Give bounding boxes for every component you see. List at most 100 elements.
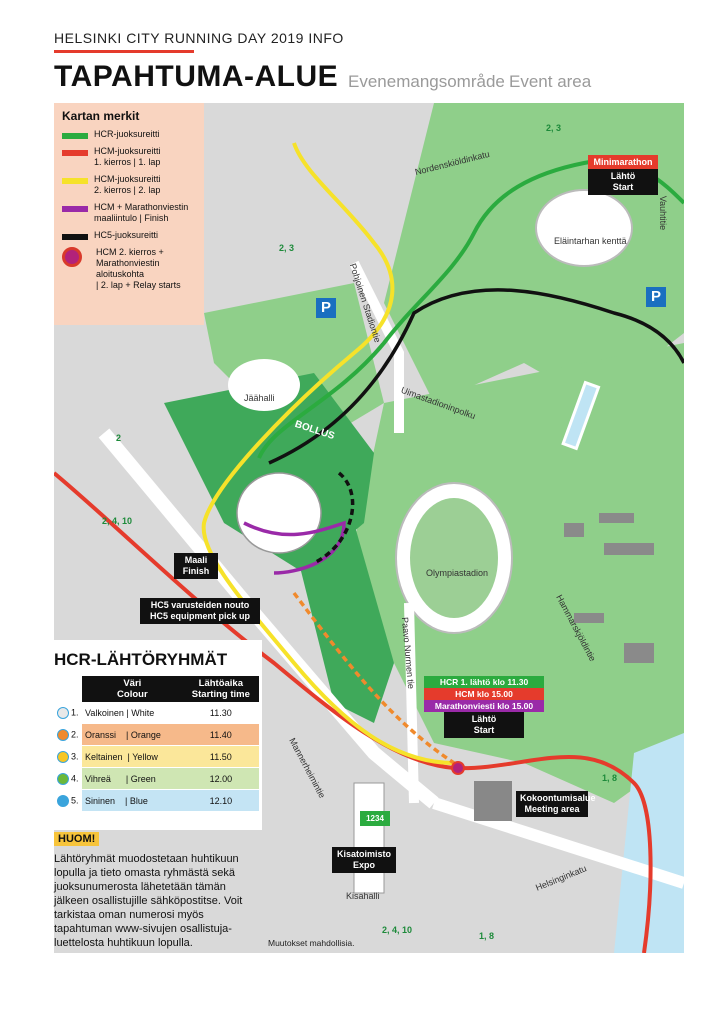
page-title: TAPAHTUMA-ALUE [54, 60, 339, 93]
group-colour: Sininen | Blue [82, 789, 183, 812]
legend-hcr-label: HCR-juoksureitti [94, 129, 160, 139]
route-hc5-dashed [313, 471, 355, 565]
legend-title: Kartan merkit [62, 109, 140, 123]
group-time: 11.50 [182, 745, 259, 768]
tram-stop-5: 1, 8 [602, 773, 618, 783]
tram-stop-6: 2, 4, 10 [382, 925, 413, 935]
changes-note: Muutokset mahdollisia. [268, 938, 355, 948]
group-time: 12.00 [182, 767, 259, 790]
tram-stop-1: 2, 3 [279, 243, 295, 253]
hc5-pickup-fi: HC5 varusteiden nouto [150, 600, 250, 610]
legend-item-hcr: HCR-juoksureitti [62, 129, 196, 140]
route-orange-dashed [292, 591, 455, 765]
group-time: 11.40 [182, 723, 259, 746]
stopwatch-icon [57, 728, 69, 741]
legend-hcm2-sub: 2. kierros | 2. lap [94, 185, 161, 195]
hc5-pickup-en: HC5 equipment pick up [149, 611, 250, 621]
subtitle-en: Event area [509, 72, 592, 91]
relay-start-dot-icon [62, 247, 82, 267]
groups-header-blank [54, 676, 82, 702]
road-paavo [404, 602, 419, 804]
header-top: HELSINKI CITY RUNNING DAY 2019 INFO [54, 30, 344, 46]
route-hcm1-red [54, 471, 653, 953]
legend-hcm1-sub: 1. kierros | 1. lap [94, 157, 161, 167]
legend-swatch-hcm2 [62, 178, 88, 184]
expo-en: Expo [352, 860, 375, 870]
group-number-cell: 1. [54, 702, 82, 724]
legend-hc5-label: HC5-juoksureitti [94, 230, 159, 240]
group-number-cell: 3. [54, 745, 82, 768]
start-hcm: HCM klo 15.00 [424, 688, 544, 700]
header-rule [54, 50, 194, 53]
finish-area-shape [236, 472, 322, 554]
event-area-map[interactable]: P P Nordenskiöldinkatu Vauhtitie Pohjoin… [54, 103, 684, 953]
park-area-bollus [164, 373, 374, 573]
jaahalli-shape [228, 359, 300, 411]
expo-fi: Kisatoimisto [336, 849, 391, 859]
hc5-pickup-sign: HC5 varusteiden nouto HC5 equipment pick… [140, 598, 260, 624]
finish-sign: Maali Finish [174, 553, 218, 579]
stopwatch-icon [57, 772, 69, 785]
expo-number-sign: 1234 [360, 811, 390, 826]
tram-stop-4: 2, 4, 10 [102, 516, 133, 526]
subtitle-sv: Evenemangsområde [348, 72, 505, 91]
map-legend: Kartan merkit HCR-juoksureitti HCM-juoks… [54, 103, 204, 325]
header-time-en: Starting time [191, 689, 250, 700]
parking-sign-west: P [316, 298, 336, 318]
parking-sign-east: P [646, 287, 666, 307]
start-lahto-sign: Lähtö Start [444, 712, 524, 738]
header-colour-en: Colour [117, 689, 148, 700]
place-jaahalli: Jäähalli [244, 393, 275, 403]
place-elaintarha: Eläintarhan kenttä [554, 236, 627, 246]
legend-swatch-hcm1 [62, 150, 88, 156]
legend-swatch-hc5 [62, 234, 88, 240]
stopwatch-icon [57, 750, 69, 763]
legend-dot-line2: Marathonviestin [96, 258, 160, 268]
expo-sign: Kisatoimisto Expo [332, 847, 396, 873]
huom-badge: HUOM! [54, 832, 100, 846]
minimarathon-sign: Minimarathon [588, 155, 658, 170]
minimarathon-start: Start [612, 182, 634, 192]
group-number-cell: 2. [54, 723, 82, 746]
group-time: 12.10 [182, 789, 259, 812]
minimarathon-lahto: Lähtö [610, 171, 636, 181]
main-start-sign: HCR 1. lähtö klo 11.30 HCM klo 15.00 Mar… [424, 676, 544, 738]
meeting-area-sign: Kokoontumisalue Meeting area [516, 791, 596, 817]
group-number-cell: 4. [54, 767, 82, 790]
relay-start-point [451, 761, 465, 775]
start-relay: Marathonviesti klo 15.00 [424, 700, 544, 712]
legend-hcm2-label: HCM-juoksureitti [94, 174, 161, 184]
group-number: 1. [71, 706, 79, 717]
legend-dot-line4: | 2. lap + Relay starts [96, 280, 181, 290]
map-canvas [54, 103, 684, 953]
meeting-fi: Kokoontumisalue [520, 793, 596, 803]
header-time-fi: Lähtöaika [198, 678, 244, 689]
finish-en: Finish [182, 566, 210, 576]
tram-stop-7: 1, 8 [479, 931, 495, 941]
route-finish-purple [243, 520, 346, 575]
group-colour: Oranssi | Orange [82, 723, 183, 746]
groups-title: HCR-LÄHTÖRYHMÄT [54, 650, 228, 669]
legend-finish-sub: maaliintulo | Finish [94, 213, 169, 223]
legend-swatch-finish [62, 206, 88, 212]
start-lahto: Lähtö [471, 714, 497, 724]
start-hcr: HCR 1. lähtö klo 11.30 [424, 676, 544, 688]
street-vauhtitie: Vauhtitie [658, 195, 669, 231]
stopwatch-icon [57, 706, 69, 719]
legend-item-relay-start: HCM 2. kierros + Marathonviestin aloitus… [62, 247, 196, 291]
meeting-area-shape [474, 781, 512, 821]
legend-swatch-hcr [62, 133, 88, 139]
legend-dot-line3: aloituskohta [96, 269, 145, 279]
start-start: Start [473, 725, 495, 735]
legend-dot-line1: HCM 2. kierros + [96, 247, 164, 257]
huom-text: Lähtöryhmät muodostetaan huhtikuun lopul… [54, 853, 243, 949]
